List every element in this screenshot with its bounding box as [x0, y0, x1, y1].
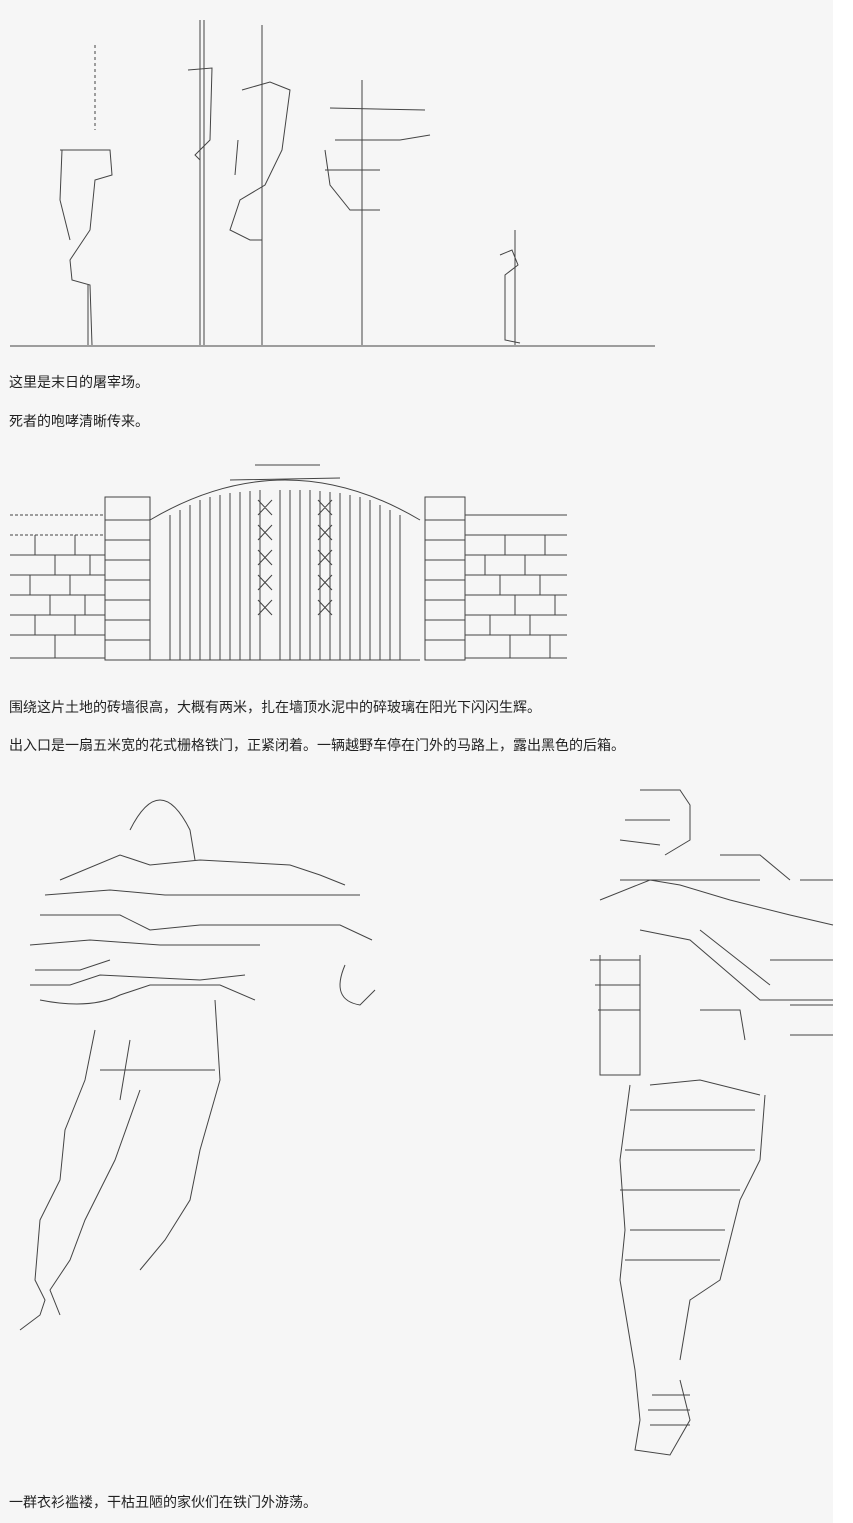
paragraph: 一群衣衫褴褛，干枯丑陋的家伙们在铁门外游荡。 — [9, 1495, 317, 1511]
paragraph: 这里是末日的屠宰场。 — [9, 375, 149, 391]
ascii-art-impaled-figures — [10, 20, 655, 347]
paragraph: 出入口是一扇五米宽的花式栅格铁门，正紧闭着。一辆越野车停在门外的马路上，露出黑色… — [9, 738, 625, 754]
paragraph: 围绕这片土地的砖墙很高，大概有两米，扎在墙顶水泥中的碎玻璃在阳光下闪闪生辉。 — [9, 700, 541, 716]
paragraph: 死者的咆哮清晰传来。 — [9, 414, 149, 430]
ascii-art-brick-wall-gate — [10, 464, 567, 661]
page-edge — [833, 0, 853, 1523]
ascii-art-wandering-zombies — [19, 789, 834, 1456]
